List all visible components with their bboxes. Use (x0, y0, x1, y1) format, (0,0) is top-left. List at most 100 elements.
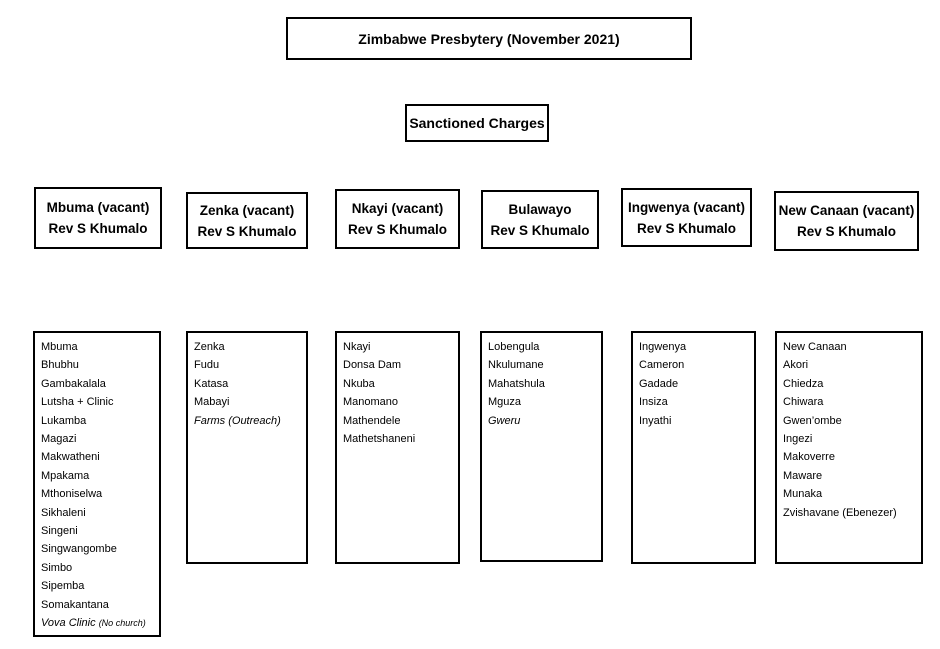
congregation-name: Mpakama (41, 469, 90, 482)
congregation-name: Inyathi (639, 414, 672, 427)
congregation-name: Singeni (41, 525, 78, 538)
charge-minister: Rev S Khumalo (347, 222, 448, 237)
congregation-name: Chiedza (783, 377, 824, 390)
congregation-note: (No church) (98, 618, 146, 629)
congregation-name: Makwatheni (41, 451, 100, 464)
congregation-item: Ingwenya (639, 338, 748, 356)
congregation-item: Munaka (783, 485, 915, 503)
congregation-name: Singwangombe (41, 543, 117, 556)
charge-minister: Rev S Khumalo (796, 224, 897, 239)
congregation-item: Makoverre (783, 448, 915, 466)
charge-header-new-canaan: New Canaan (vacant) Rev S Khumalo (774, 191, 919, 251)
congregation-item: Singwangombe (41, 540, 153, 558)
congregation-name: Manomano (343, 396, 399, 409)
congregation-name: Gweru (488, 414, 521, 427)
charge-name: Zenka (vacant) (199, 202, 295, 218)
congregation-item: Gweru (488, 412, 595, 430)
congregation-item: Simbo (41, 559, 153, 577)
congregation-item: Lukamba (41, 412, 153, 430)
congregation-item: Chiedza (783, 375, 915, 393)
congregation-name: Lukamba (41, 414, 87, 427)
congregation-item: Zvishavane (Ebenezer) (783, 504, 915, 522)
charge-minister: Rev S Khumalo (48, 221, 148, 236)
congregation-item: Singeni (41, 522, 153, 540)
charge-name: Bulawayo (508, 201, 572, 217)
congregation-item: Mguza (488, 393, 595, 411)
presbytery-title-box: Zimbabwe Presbytery (November 2021) (286, 17, 692, 60)
charge-header-bulawayo: Bulawayo Rev S Khumalo (481, 190, 599, 249)
congregation-item: Akori (783, 356, 915, 374)
congregation-item: New Canaan (783, 338, 915, 356)
charge-header-zenka: Zenka (vacant) Rev S Khumalo (186, 192, 308, 249)
congregation-name: Makoverre (783, 451, 835, 464)
charge-minister: Rev S Khumalo (197, 223, 297, 239)
congregation-item: Bhubhu (41, 356, 153, 374)
sanctioned-charges-label: Sanctioned Charges (409, 115, 545, 131)
congregation-item: Manomano (343, 393, 452, 411)
congregation-item: Inyathi (639, 412, 748, 430)
sanctioned-charges-box: Sanctioned Charges (405, 104, 549, 142)
congregation-item: Magazi (41, 430, 153, 448)
congregation-item: Fudu (194, 356, 300, 374)
charge-name: Mbuma (vacant) (46, 200, 150, 215)
congregation-item: Somakantana (41, 596, 153, 614)
congregation-name: Gadade (639, 377, 679, 390)
congregation-name: Maware (783, 469, 823, 482)
congregation-name: Zenka (194, 341, 225, 353)
congregation-name: Munaka (783, 488, 823, 501)
congregation-item: Mthoniselwa (41, 485, 153, 503)
congregation-item: Mpakama (41, 467, 153, 485)
charge-header-ingwenya: Ingwenya (vacant) Rev S Khumalo (621, 188, 752, 247)
congregation-item: Sipemba (41, 577, 153, 595)
congregation-name: Nkulumane (488, 359, 544, 372)
congregation-name: Mathetshaneni (343, 433, 416, 446)
charge-name: Nkayi (vacant) (351, 201, 444, 216)
congregation-item: Vova Clinic (No church) (41, 614, 153, 632)
congregation-item: Mbuma (41, 338, 153, 356)
charge-minister: Rev S Khumalo (636, 220, 737, 236)
congregation-name: Akori (783, 359, 809, 372)
congregation-item: Nkulumane (488, 356, 595, 374)
congregation-item: Lutsha + Clinic (41, 393, 153, 411)
congregation-name: New Canaan (783, 341, 847, 353)
congregation-item: Zenka (194, 338, 300, 356)
congregation-item: Gadade (639, 375, 748, 393)
congregation-item: Lobengula (488, 338, 595, 356)
congregation-item: Cameron (639, 356, 748, 374)
congregation-name: Magazi (41, 433, 77, 446)
congregation-name: Mthoniselwa (41, 488, 103, 501)
congregation-item: Nkayi (343, 338, 452, 356)
congregation-name: Mathendele (343, 414, 401, 427)
congregation-name: Simbo (41, 561, 73, 574)
congregation-item: Farms (Outreach) (194, 412, 300, 430)
congregation-name: Sipemba (41, 580, 85, 593)
congregation-item: Mahatshula (488, 375, 595, 393)
congregation-name: Insiza (639, 396, 668, 409)
charge-header-mbuma: Mbuma (vacant) Rev S Khumalo (34, 187, 162, 249)
congregation-name: Chiwara (783, 396, 824, 409)
congregation-name: Lutsha + Clinic (41, 396, 114, 409)
congregation-name: Gambakalala (41, 377, 106, 390)
congregation-name: Nkuba (343, 377, 375, 390)
congregation-item: Gwen’ombe (783, 412, 915, 430)
congregation-name: Ingezi (783, 433, 813, 446)
congregation-name: Gwen’ombe (783, 414, 842, 427)
congregation-name: Bhubhu (41, 359, 79, 372)
congregation-name: Vova Clinic (41, 617, 96, 630)
congregation-name: Zvishavane (Ebenezer) (783, 506, 897, 519)
congregation-name: Nkayi (343, 341, 371, 353)
congregation-item: Katasa (194, 375, 300, 393)
congregation-name: Lobengula (488, 341, 540, 353)
congregation-item: Maware (783, 467, 915, 485)
congregation-name: Mabayi (194, 396, 230, 409)
